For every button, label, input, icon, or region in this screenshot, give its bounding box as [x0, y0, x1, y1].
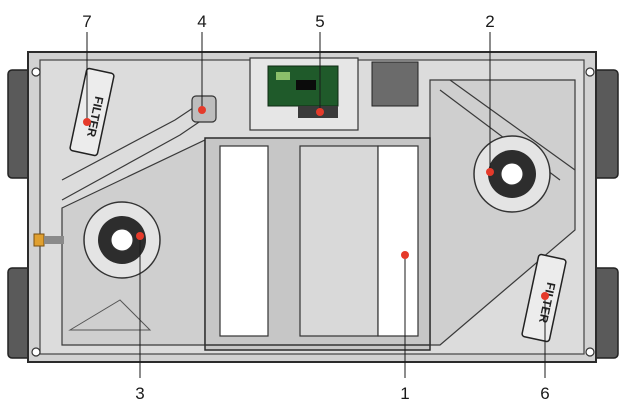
marker-7 — [83, 118, 91, 126]
callout-markers — [83, 106, 549, 300]
callout-number-1: 1 — [400, 384, 409, 403]
left-fan-hub — [110, 228, 134, 252]
callout-number-4: 4 — [197, 12, 206, 31]
heat-exchanger-left-panel — [219, 145, 269, 337]
callout-number-7: 7 — [82, 12, 91, 31]
callout-number-5: 5 — [315, 12, 324, 31]
marker-5 — [316, 108, 324, 116]
marker-3 — [136, 232, 144, 240]
callout-numbers: 7 4 5 2 3 1 6 — [82, 12, 549, 403]
left-lower-duct — [68, 299, 152, 331]
pcb-component — [296, 80, 316, 90]
pcb-component — [276, 72, 290, 80]
screw — [31, 347, 41, 357]
leader-lines — [86, 32, 546, 378]
right-fan-hub — [500, 162, 524, 186]
marker-4 — [198, 106, 206, 114]
marker-2 — [486, 168, 494, 176]
marker-6 — [541, 292, 549, 300]
heat-exchanger-right-panel — [377, 145, 419, 337]
heat-exchanger-core — [299, 145, 379, 337]
corner-screws — [31, 67, 595, 357]
side-duct-box — [371, 61, 419, 107]
callout-number-6: 6 — [540, 384, 549, 403]
screw — [585, 347, 595, 357]
filter-top-left[interactable]: FILTER — [69, 67, 115, 157]
left-fan — [83, 201, 161, 279]
callout-number-3: 3 — [135, 384, 144, 403]
marker-1 — [401, 251, 409, 259]
screw — [31, 67, 41, 77]
filter-top-left-body[interactable] — [69, 67, 115, 157]
callout-number-2: 2 — [485, 12, 494, 31]
right-fan — [473, 135, 551, 213]
screw — [585, 67, 595, 77]
side-connector-body — [44, 236, 64, 244]
side-connector — [33, 233, 45, 247]
